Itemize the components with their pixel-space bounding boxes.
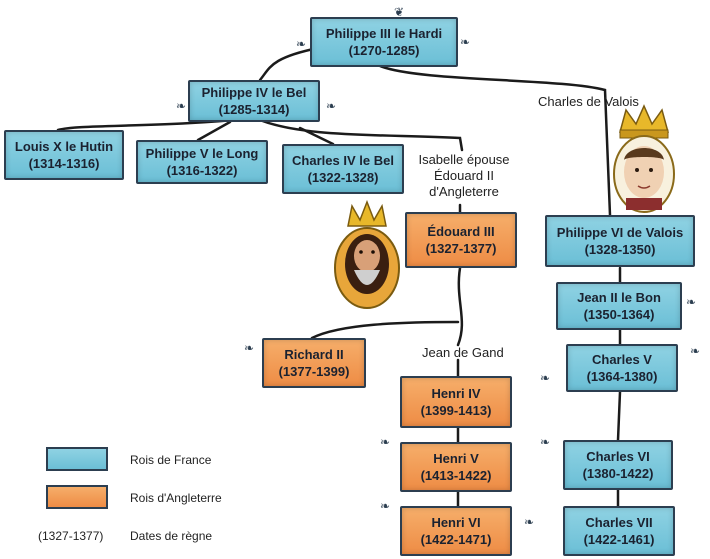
reign-dates: (1422-1471) <box>420 532 492 547</box>
flourish-icon: ❧ <box>244 341 255 355</box>
king-box-philippe-iii[interactable]: Philippe III le Hardi (1270-1285) <box>310 17 458 67</box>
king-box-louis-x[interactable]: Louis X le Hutin (1314-1316) <box>4 130 124 180</box>
label-charles-de-valois: Charles de Valois <box>538 94 639 109</box>
flourish-icon: ❧ <box>540 435 551 449</box>
king-name: Philippe VI de Valois <box>556 225 684 240</box>
reign-dates: (1377-1399) <box>278 364 350 379</box>
king-box-philippe-iv[interactable]: Philippe IV le Bel (1285-1314) <box>188 80 320 122</box>
king-name: Charles VII <box>585 515 653 530</box>
reign-dates: (1350-1364) <box>583 307 655 322</box>
king-box-charles-v[interactable]: Charles V (1364-1380) <box>566 344 678 392</box>
king-name: Jean II le Bon <box>577 290 661 305</box>
philippe-vi-portrait <box>613 104 675 213</box>
legend-swatch-england <box>46 485 108 509</box>
label-isabelle-line2: Édouard II <box>434 168 494 183</box>
reign-dates: (1316-1322) <box>166 163 238 178</box>
flourish-icon: ❧ <box>326 99 337 113</box>
king-box-charles-vii[interactable]: Charles VII (1422-1461) <box>563 506 675 556</box>
reign-dates: (1327-1377) <box>425 241 497 256</box>
reign-dates: (1399-1413) <box>420 403 492 418</box>
reign-dates: (1328-1350) <box>584 242 656 257</box>
reign-dates: (1422-1461) <box>583 532 655 547</box>
flourish-icon: ❧ <box>380 499 391 513</box>
king-box-henri-iv[interactable]: Henri IV (1399-1413) <box>400 376 512 428</box>
king-name: Philippe III le Hardi <box>325 26 443 41</box>
king-box-charles-iv[interactable]: Charles IV le Bel (1322-1328) <box>282 144 404 194</box>
label-isabelle-line1: Isabelle épouse <box>418 152 510 167</box>
reign-dates: (1380-1422) <box>582 466 654 481</box>
king-name: Henri V <box>433 451 479 466</box>
label-isabelle: Isabelle épouse Édouard II d'Angleterre <box>414 152 514 200</box>
edouard-iii-portrait <box>334 200 400 309</box>
flourish-icon: ❧ <box>690 344 701 358</box>
legend-text-france: Rois de France <box>130 453 212 467</box>
flourish-icon: ❧ <box>296 37 307 51</box>
legend-swatch-france <box>46 447 108 471</box>
king-name: Charles IV le Bel <box>292 153 394 168</box>
king-box-philippe-v[interactable]: Philippe V le Long (1316-1322) <box>136 140 268 184</box>
king-name: Henri VI <box>431 515 481 530</box>
flourish-icon: ❧ <box>686 295 697 309</box>
king-name: Henri IV <box>431 386 481 401</box>
king-name: Charles VI <box>586 449 650 464</box>
king-box-henri-vi[interactable]: Henri VI (1422-1471) <box>400 506 512 556</box>
flourish-icon: ❧ <box>380 435 391 449</box>
king-name: Philippe V le Long <box>145 146 259 161</box>
king-box-edouard-iii[interactable]: Édouard III (1327-1377) <box>405 212 517 268</box>
reign-dates: (1285-1314) <box>218 102 290 117</box>
king-box-henri-v[interactable]: Henri V (1413-1422) <box>400 442 512 492</box>
reign-dates: (1413-1422) <box>420 468 492 483</box>
king-box-jean-ii[interactable]: Jean II le Bon (1350-1364) <box>556 282 682 330</box>
king-box-richard-ii[interactable]: Richard II (1377-1399) <box>262 338 366 388</box>
flourish-icon: ❦ <box>394 5 405 19</box>
legend-text-england: Rois d'Angleterre <box>130 491 222 505</box>
king-box-charles-vi[interactable]: Charles VI (1380-1422) <box>563 440 673 490</box>
flourish-icon: ❧ <box>540 371 551 385</box>
king-box-philippe-vi[interactable]: Philippe VI de Valois (1328-1350) <box>545 215 695 267</box>
king-name: Louis X le Hutin <box>14 139 114 154</box>
king-name: Richard II <box>284 347 344 362</box>
reign-dates: (1270-1285) <box>348 43 420 58</box>
king-name: Charles V <box>592 352 652 367</box>
flourish-icon: ❧ <box>460 35 471 49</box>
reign-dates: (1314-1316) <box>28 156 100 171</box>
flourish-icon: ❧ <box>524 515 535 529</box>
legend-dates-example: (1327-1377) <box>38 529 104 543</box>
label-isabelle-line3: d'Angleterre <box>429 184 499 199</box>
flourish-icon: ❧ <box>176 99 187 113</box>
reign-dates: (1322-1328) <box>307 170 379 185</box>
king-name: Édouard III <box>427 224 495 239</box>
label-jean-de-gand: Jean de Gand <box>422 345 504 360</box>
legend-dates-label: Dates de règne <box>130 529 213 543</box>
reign-dates: (1364-1380) <box>586 369 658 384</box>
king-name: Philippe IV le Bel <box>201 85 307 100</box>
